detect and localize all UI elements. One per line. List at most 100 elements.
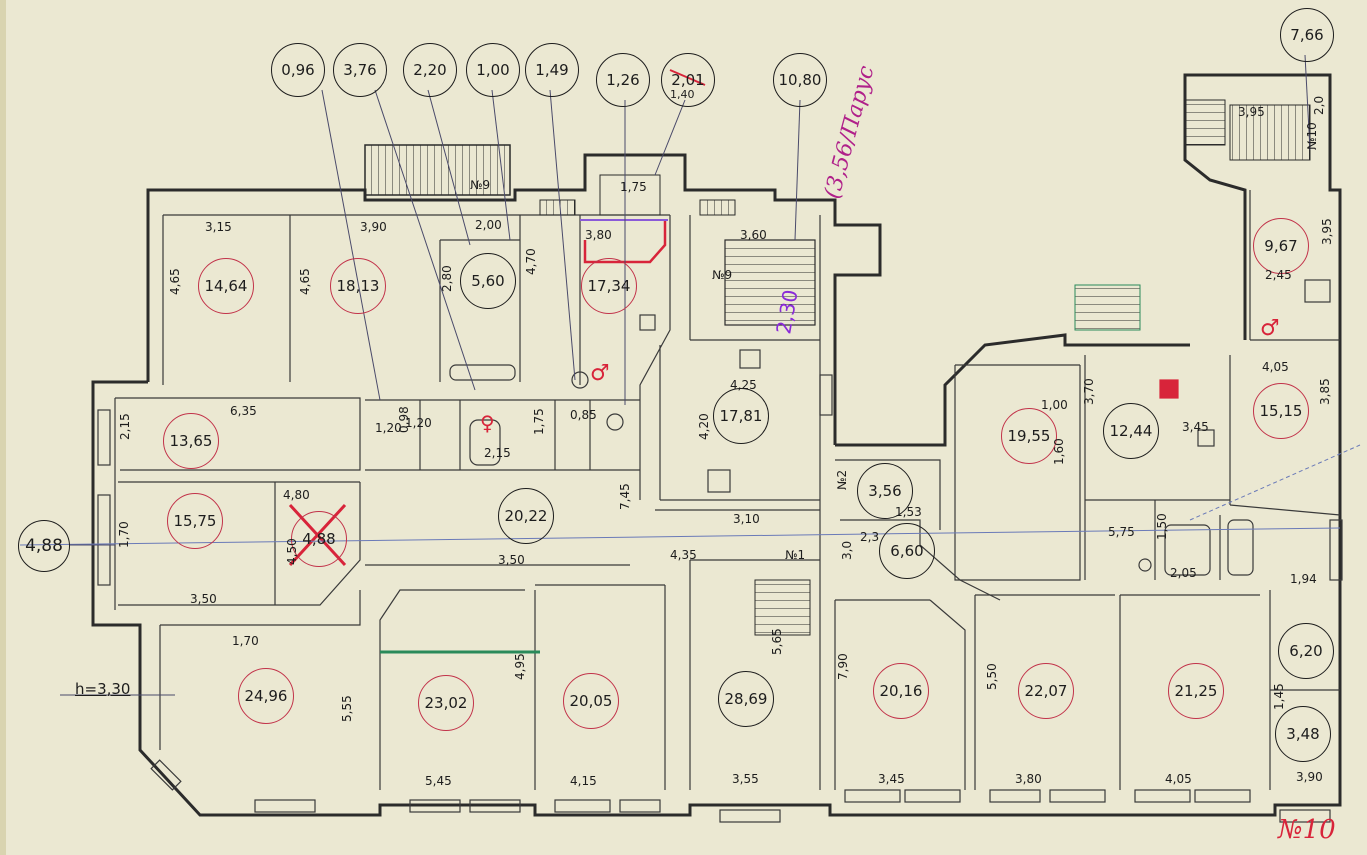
callout-circle: 1,00 xyxy=(466,43,520,97)
dimension-label: 4,35 xyxy=(670,548,697,562)
dimension-label: 1,20 xyxy=(405,416,432,430)
dimension-label: 4,50 xyxy=(285,538,299,565)
callout-circle: 10,80 xyxy=(773,53,827,107)
dimension-label: 2,45 xyxy=(1265,268,1292,282)
dimension-label: 5,75 xyxy=(1108,525,1135,539)
windows xyxy=(97,374,1343,823)
dimension-label: 1,53 xyxy=(895,505,922,519)
dimension-label: 4,65 xyxy=(168,268,182,295)
dimension-label: 4,20 xyxy=(697,413,711,440)
room-area-circle: 17,34 xyxy=(581,258,637,314)
dimension-label: 3,45 xyxy=(1182,420,1209,434)
callout-leaders xyxy=(60,54,1311,696)
dimension-label: 1,45 xyxy=(1272,683,1286,710)
dimension-label: 3,95 xyxy=(1238,105,1265,119)
dimension-label: 3,95 xyxy=(1320,218,1334,245)
dimension-label: 3,50 xyxy=(190,592,217,606)
callout-circle: 7,66 xyxy=(1280,8,1334,62)
dimension-label: 3,50 xyxy=(498,553,525,567)
room-area-circle: 17,81 xyxy=(713,388,769,444)
room-area-circle: 3,48 xyxy=(1275,706,1331,762)
dimension-label: 1,94 xyxy=(1290,572,1317,586)
dimension-label: 1,00 xyxy=(1041,398,1068,412)
svg-text:♂: ♂ xyxy=(1260,316,1280,341)
dimension-label: 0,85 xyxy=(570,408,597,422)
room-area-circle: 20,05 xyxy=(563,673,619,729)
dimension-label: №2 xyxy=(835,469,849,490)
dimension-label: 1,20 xyxy=(375,421,402,435)
dimension-label: 4,80 xyxy=(283,488,310,502)
dimension-label: 5,45 xyxy=(425,774,452,788)
dimension-label: 3,0 xyxy=(840,540,854,560)
room-area-circle: 14,64 xyxy=(198,258,254,314)
room-area-circle: 21,25 xyxy=(1168,663,1224,719)
callout-circle: 0,96 xyxy=(271,43,325,97)
dimension-label: 2,00 xyxy=(475,218,502,232)
stairs xyxy=(364,99,1311,636)
dimension-label: 4,05 xyxy=(1165,772,1192,786)
dimension-label: 3,90 xyxy=(360,220,387,234)
room-area-circle: 3,56 xyxy=(857,463,913,519)
dimension-label: 4,65 xyxy=(298,268,312,295)
dimension-label: 6,35 xyxy=(230,404,257,418)
fixtures xyxy=(449,279,1331,576)
dimension-label: 4,95 xyxy=(513,653,527,680)
dimension-label: 2,15 xyxy=(118,413,132,440)
callout-circle: 2,20 xyxy=(403,43,457,97)
callout-circle: 1,49 xyxy=(525,43,579,97)
room-area-circle: 12,44 xyxy=(1103,403,1159,459)
height-note: h=3,30 xyxy=(75,680,131,698)
dimension-label: 2,15 xyxy=(484,446,511,460)
red-vertical-note: (3,56/Парус xyxy=(820,63,880,202)
dimension-label: 1,60 xyxy=(1052,438,1066,465)
dimension-label: 7,45 xyxy=(618,483,632,510)
room-area-circle: 13,65 xyxy=(163,413,219,469)
dimension-label: 4,15 xyxy=(570,774,597,788)
callout-circle: 1,26 xyxy=(596,53,650,107)
dimension-label: 3,70 xyxy=(1082,378,1096,405)
dimension-label: №9 xyxy=(470,178,491,192)
dimension-label: 2,80 xyxy=(440,265,454,292)
dimension-label: 1,70 xyxy=(232,634,259,648)
dimension-label: 1,75 xyxy=(620,180,647,194)
room-area-circle: 5,60 xyxy=(460,253,516,309)
interior-walls xyxy=(114,190,1341,790)
room-area-circle: 9,67 xyxy=(1253,218,1309,274)
dimension-label: 3,10 xyxy=(733,512,760,526)
dimension-label: 4,70 xyxy=(524,248,538,275)
callout-circle-left: 4,88 xyxy=(18,520,70,572)
dimension-label: 2,3 xyxy=(860,530,880,544)
room-area-circle: 6,20 xyxy=(1278,623,1334,679)
room-area-circle: 18,13 xyxy=(330,258,386,314)
dimension-label: 5,65 xyxy=(770,628,784,655)
sheet-number: №10 xyxy=(1278,815,1336,845)
dimension-label: 1,50 xyxy=(1155,513,1169,540)
dimension-label: 3,85 xyxy=(1318,378,1332,405)
svg-text:♀: ♀ xyxy=(480,411,495,435)
dimension-label: 3,90 xyxy=(1296,770,1323,784)
dimension-label: №9 xyxy=(712,268,733,282)
room-area-circle: 23,02 xyxy=(418,675,474,731)
dimension-label: 5,50 xyxy=(985,663,999,690)
room-area-circle: 28,69 xyxy=(718,671,774,727)
dimension-label: №10 xyxy=(1305,122,1319,150)
room-area-circle: 4,88 xyxy=(291,511,347,567)
dimension-label: 4,05 xyxy=(1262,360,1289,374)
dimension-label: 2,0 xyxy=(1312,95,1326,115)
room-area-circle: 6,60 xyxy=(879,523,935,579)
room-area-circle: 20,22 xyxy=(498,488,554,544)
dimension-label: 3,45 xyxy=(878,772,905,786)
dimension-label: 5,55 xyxy=(340,695,354,722)
crossed-red-label: 1,40 xyxy=(670,88,695,101)
callout-circle: 2,01 xyxy=(661,53,715,107)
room-area-circle: 15,15 xyxy=(1253,383,1309,439)
dimension-label: 7,90 xyxy=(836,653,850,680)
dimension-label: 4,25 xyxy=(730,378,757,392)
room-area-circle: 20,16 xyxy=(873,663,929,719)
dimension-label: 3,80 xyxy=(1015,772,1042,786)
callout-circle: 3,76 xyxy=(333,43,387,97)
room-area-circle: 19,55 xyxy=(1001,408,1057,464)
svg-text:♂: ♂ xyxy=(590,361,610,386)
dimension-label: 3,15 xyxy=(205,220,232,234)
dimension-label: 2,05 xyxy=(1170,566,1197,580)
